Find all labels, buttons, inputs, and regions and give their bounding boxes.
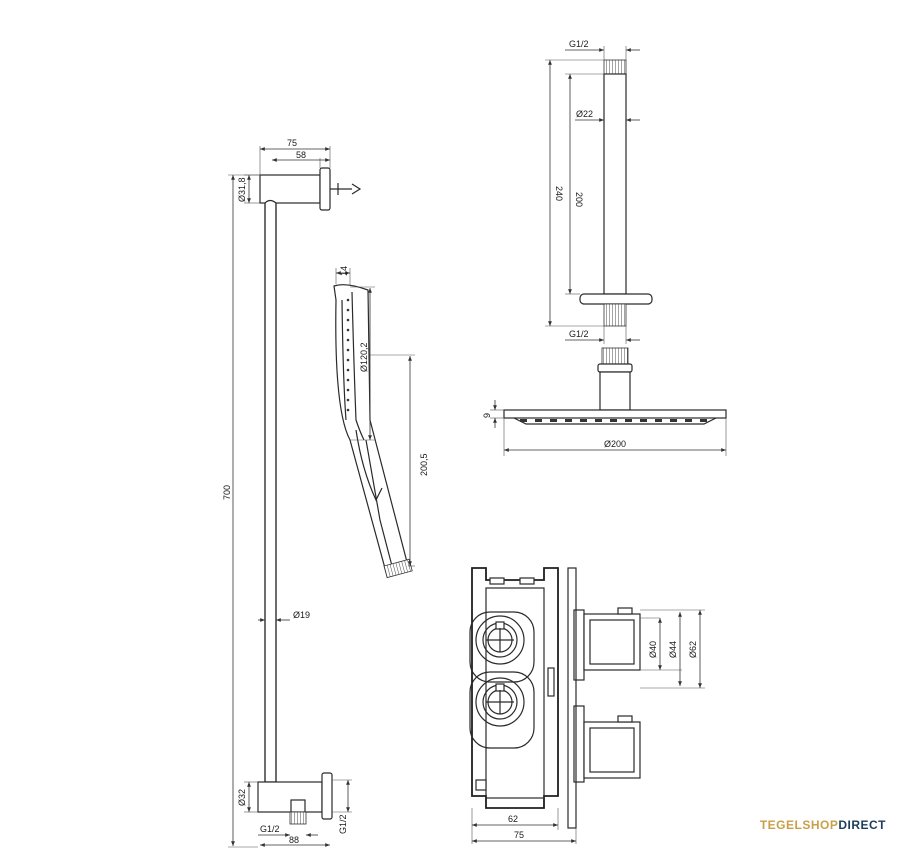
arm-thread-bottom-g12: G1/2 (569, 329, 589, 339)
nozzle-dots (346, 298, 350, 412)
handshower-length-200-5: 200,5 (419, 453, 429, 476)
head-thickness-9: 9 (482, 413, 492, 418)
head-diameter-120-2: Ø120,2 (359, 342, 369, 372)
thermostatic-valve: Ø40 Ø44 Ø62 62 75 (469, 567, 705, 844)
rail-height-700: 700 (222, 485, 232, 500)
bracket-diameter-32: Ø32 (237, 789, 247, 806)
head-diameter-200: Ø200 (604, 439, 626, 449)
arm-diameter-22: Ø22 (576, 109, 593, 119)
rosette-diameter-62: Ø62 (688, 641, 698, 658)
rod-diameter-19: Ø19 (293, 610, 310, 620)
arm-length-200: 200 (574, 192, 584, 207)
head-nozzles (520, 419, 707, 422)
rail-width-75: 75 (287, 138, 297, 148)
bracket-width-88: 88 (289, 835, 299, 845)
rail-width-58: 58 (296, 150, 306, 160)
rain-head: 9 Ø200 (482, 347, 727, 456)
wall-thread-g12: G1/2 (338, 814, 348, 834)
brand-logo: TEGELSHOPDIRECT (759, 818, 886, 832)
handle-diameter-44: Ø44 (668, 641, 678, 658)
rail-diameter-31-8: Ø31,8 (237, 177, 247, 202)
shower-arm: G1/2 Ø22 200 240 G1/2 (545, 39, 653, 344)
arm-thread-top-g12: G1/2 (569, 39, 589, 49)
hand-shower: 14 Ø120,2 200,5 (333, 266, 429, 579)
handle-diameter-40: Ø40 (648, 641, 658, 658)
valve-depth-62: 62 (508, 814, 518, 824)
arm-length-240: 240 (554, 186, 564, 201)
valve-depth-75: 75 (514, 830, 524, 840)
head-thickness-14: 14 (339, 266, 349, 276)
shower-rail: 75 58 Ø31,8 700 Ø19 Ø32 G1/2 88 G1/2 (222, 138, 362, 848)
outlet-thread-g12: G1/2 (260, 824, 280, 834)
